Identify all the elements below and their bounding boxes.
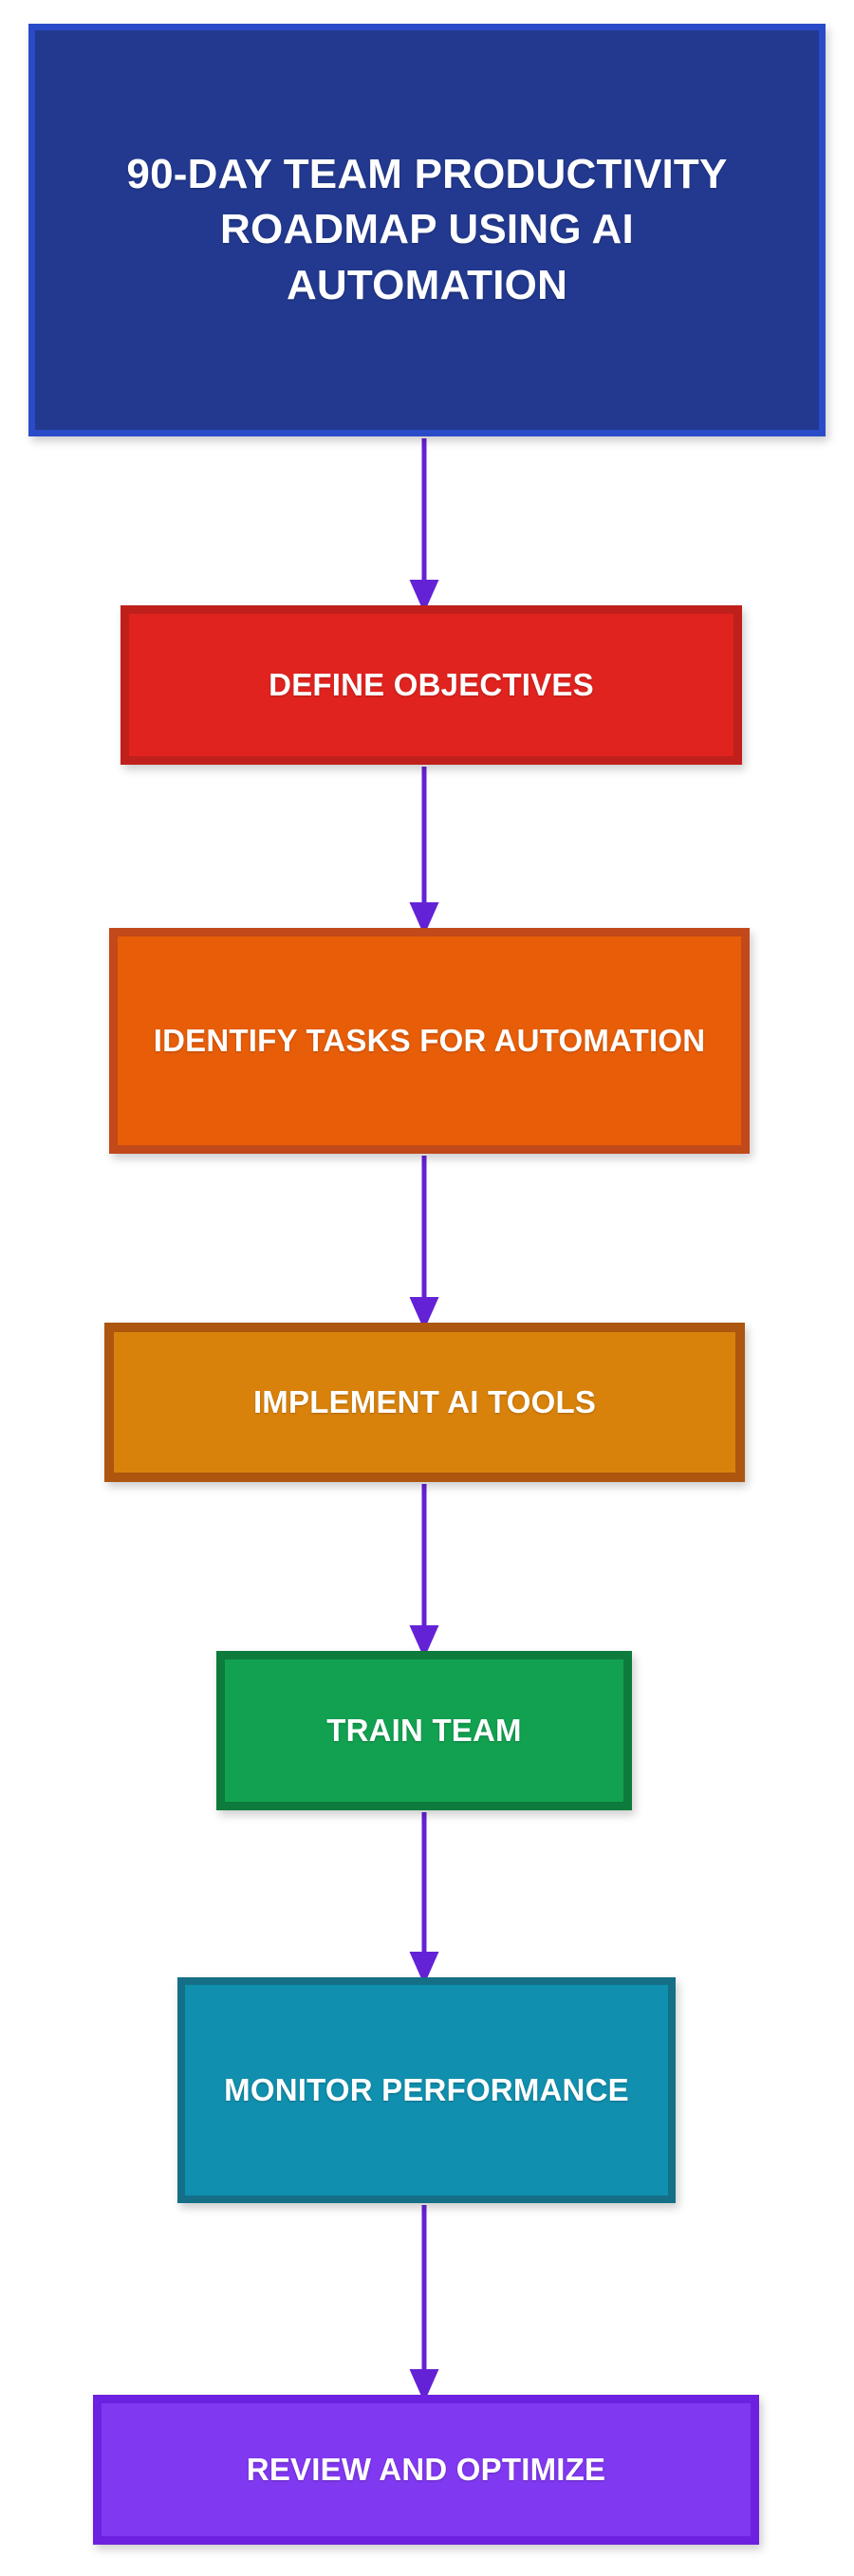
node-monitor-performance[interactable]: MONITOR PERFORMANCE [177,1977,676,2203]
node-train-team[interactable]: TRAIN TEAM [216,1651,632,1810]
node-review-and-optimize[interactable]: REVIEW AND OPTIMIZE [93,2395,759,2545]
node-review-and-optimize-label: REVIEW AND OPTIMIZE [246,2451,606,2487]
node-title[interactable]: 90-DAY TEAM PRODUCTIVITY ROADMAP USING A… [28,24,826,436]
node-implement-ai-tools-label: IMPLEMENT AI TOOLS [252,1383,597,1419]
node-train-team-label: TRAIN TEAM [326,1712,522,1748]
node-identify-tasks-for-automation[interactable]: IDENTIFY TASKS FOR AUTOMATION [109,928,750,1154]
node-title-label: 90-DAY TEAM PRODUCTIVITY ROADMAP USING A… [126,151,728,308]
node-monitor-performance-label: MONITOR PERFORMANCE [224,2071,629,2107]
node-define-objectives[interactable]: DEFINE OBJECTIVES [121,605,742,765]
node-identify-tasks-for-automation-label: IDENTIFY TASKS FOR AUTOMATION [153,1022,706,1058]
node-implement-ai-tools[interactable]: IMPLEMENT AI TOOLS [104,1323,745,1482]
node-define-objectives-label: DEFINE OBJECTIVES [269,666,594,702]
